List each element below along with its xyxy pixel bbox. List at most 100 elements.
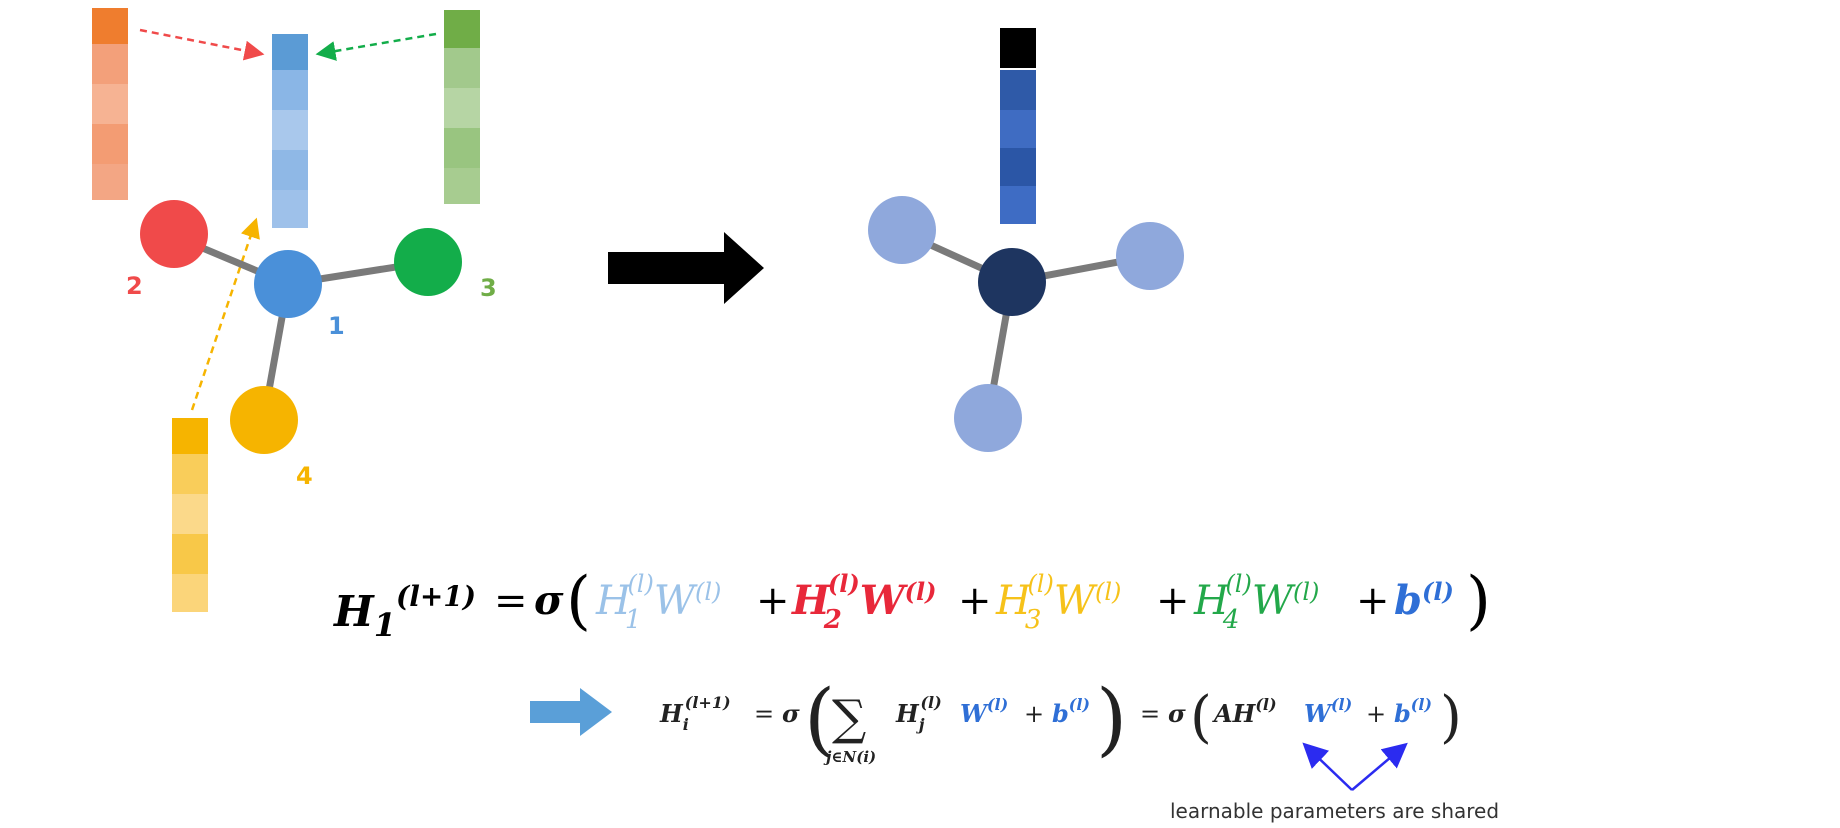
eq1-term4-sub: 4 bbox=[1222, 605, 1240, 635]
node-3-label: 3 bbox=[480, 274, 497, 302]
eq1-term3-sup: (l) bbox=[1027, 570, 1053, 598]
eq1-open-paren: ( bbox=[566, 564, 591, 638]
eq1-term2-sub: 2 bbox=[823, 605, 842, 635]
eq2-open-paren-1: ( bbox=[804, 672, 835, 765]
eq2-W-2-sup: (l) bbox=[1331, 695, 1352, 714]
output-node-center bbox=[978, 248, 1046, 316]
output-node-neighbor-bottom bbox=[954, 384, 1022, 452]
eq1-term1-sub: 1 bbox=[625, 605, 642, 635]
shared-parameters-caption: learnable parameters are shared bbox=[1170, 799, 1499, 823]
eq2-lhs-sup: (l+1) bbox=[685, 693, 731, 712]
node-4-label: 4 bbox=[296, 462, 313, 490]
svg-text:H2(l)W(l): H2 (l)W(l) bbox=[791, 569, 936, 635]
node-2 bbox=[140, 200, 208, 268]
eq1-term4-W: W bbox=[1252, 578, 1296, 624]
eq1-term2-W-sup: (l) bbox=[905, 577, 937, 606]
eq1-lhs-sub: 1 bbox=[374, 606, 396, 644]
eq1-term3-W-sup: (l) bbox=[1095, 578, 1121, 606]
svg-text:b(l): b(l) bbox=[1394, 695, 1432, 728]
eq2-open-paren-2: ( bbox=[1190, 685, 1212, 750]
node-1-label: 1 bbox=[328, 312, 345, 340]
eq2-b-2: b bbox=[1394, 699, 1411, 728]
eq2-plus-2: + bbox=[1366, 700, 1386, 728]
eq2-W-2: W bbox=[1304, 699, 1333, 728]
output-feature-vector bbox=[1000, 28, 1036, 224]
equation-expanded: H1(l+1) = σ ( H1(l)W(l) + H2(l)W(l) + H3… bbox=[333, 564, 1491, 644]
message-arrow-from-2 bbox=[139, 28, 265, 61]
eq2-close-paren-1: ) bbox=[1096, 672, 1127, 765]
eq2-equals-1: = bbox=[754, 700, 774, 728]
eq1-term1-W: W bbox=[654, 578, 698, 624]
eq2-plus-1: + bbox=[1024, 700, 1044, 728]
implies-arrow bbox=[530, 688, 612, 736]
eq2-H-sup: (l) bbox=[1255, 695, 1276, 714]
svg-text:W(l): W(l) bbox=[1304, 695, 1352, 728]
eq2-close-paren-2: ) bbox=[1440, 685, 1462, 750]
eq2-b-2-sup: (l) bbox=[1411, 695, 1432, 714]
eq1-sigma: σ bbox=[534, 577, 564, 624]
eq1-bias-b: b bbox=[1394, 577, 1422, 624]
transform-arrow bbox=[608, 232, 764, 304]
feature-vector-node-2 bbox=[92, 8, 128, 200]
eq2-sigma-1: σ bbox=[782, 699, 800, 728]
eq1-term2-sup: (l) bbox=[828, 569, 860, 598]
output-node-neighbor-left bbox=[868, 196, 936, 264]
message-arrow-from-4 bbox=[190, 217, 260, 411]
eq2-term-sub: j bbox=[916, 715, 925, 734]
eq1-term4-sup: (l) bbox=[1225, 570, 1251, 598]
eq1-term1-H: H bbox=[595, 578, 632, 624]
svg-text:H1(l)W(l): H1 (l)W(l) bbox=[595, 570, 721, 635]
input-graph: 1 2 3 4 bbox=[92, 8, 497, 612]
eq1-term2-H: H bbox=[791, 577, 831, 624]
eq1-equals: = bbox=[494, 578, 528, 624]
svg-text:H1(l+1): H1(l+1) bbox=[333, 580, 476, 644]
eq2-sigma-2: σ bbox=[1168, 699, 1186, 728]
svg-text:W(l): W(l) bbox=[960, 695, 1008, 728]
eq2-sum-sub: j∈N(i) bbox=[823, 748, 876, 766]
eq1-bias-sup: (l) bbox=[1422, 577, 1454, 606]
eq2-lhs-base: H bbox=[659, 699, 684, 728]
eq1-term2-W: W bbox=[860, 577, 909, 624]
svg-text:H3(l)W(l): H3(l)W(l) bbox=[995, 570, 1121, 635]
eq1-term4-H: H bbox=[1193, 578, 1230, 624]
shared-parameter-arrows bbox=[1302, 742, 1408, 791]
svg-text:Hj(l): Hj (l) bbox=[895, 693, 942, 734]
eq1-term1-sup: (l) bbox=[627, 570, 653, 598]
svg-text:AH(l): AH(l) bbox=[1212, 695, 1277, 728]
node-2-label: 2 bbox=[126, 272, 143, 300]
eq2-term-sup: (l) bbox=[920, 693, 941, 712]
feature-vector-node-3 bbox=[444, 10, 480, 204]
feature-vector-node-4 bbox=[172, 418, 208, 612]
message-arrow-from-3 bbox=[315, 32, 437, 61]
eq1-term4-W-sup: (l) bbox=[1293, 578, 1319, 606]
eq1-plus-4: + bbox=[1356, 578, 1390, 624]
output-graph bbox=[868, 28, 1184, 452]
eq2-A: A bbox=[1212, 699, 1233, 728]
eq1-plus-3: + bbox=[1156, 578, 1190, 624]
eq2-term-H: H bbox=[895, 699, 920, 728]
svg-text:b(l): b(l) bbox=[1394, 577, 1454, 624]
eq2-W-1: W bbox=[960, 699, 989, 728]
eq1-lhs-base: H bbox=[333, 587, 375, 636]
eq2-b-1: b bbox=[1052, 699, 1069, 728]
svg-text:Hi(l+1): Hi (l+1) bbox=[659, 693, 731, 734]
eq2-H: H bbox=[1232, 699, 1257, 728]
eq1-term1-W-sup: (l) bbox=[695, 578, 721, 606]
eq2-equals-2: = bbox=[1140, 700, 1160, 728]
output-node-neighbor-right bbox=[1116, 222, 1184, 290]
eq2-sum: ∑ bbox=[832, 690, 866, 746]
eq1-close-paren: ) bbox=[1466, 564, 1491, 638]
svg-text:b(l): b(l) bbox=[1052, 695, 1090, 728]
eq1-term3-H: H bbox=[995, 578, 1032, 624]
equation-matrix-form: Hi(l+1) = σ ( ∑ j∈N(i) Hj(l) W(l) + b(l)… bbox=[659, 672, 1462, 766]
eq2-lhs-sub: i bbox=[683, 715, 689, 734]
eq1-plus-1: + bbox=[756, 578, 790, 624]
eq1-lhs-sup: (l+1) bbox=[396, 580, 476, 613]
eq2-W-1-sup: (l) bbox=[987, 695, 1008, 714]
node-3 bbox=[394, 228, 462, 296]
feature-vector-node-1 bbox=[272, 34, 308, 228]
eq1-term3-sub: 3 bbox=[1025, 605, 1042, 635]
eq1-plus-2: + bbox=[958, 578, 992, 624]
eq2-b-1-sup: (l) bbox=[1069, 695, 1090, 714]
